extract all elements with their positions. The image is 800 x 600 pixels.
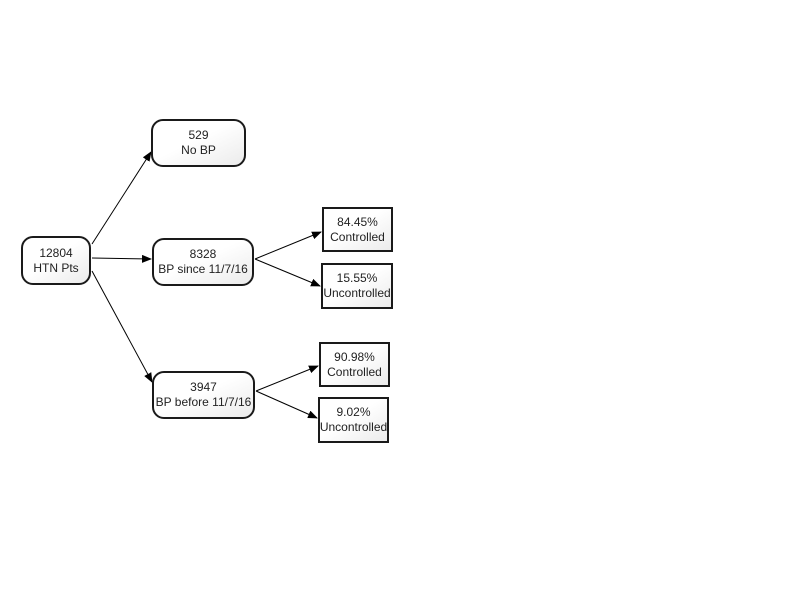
node-bp-before-uncontrolled: 9.02% Uncontrolled	[318, 397, 389, 443]
node-value: 90.98%	[334, 349, 375, 364]
node-value: 15.55%	[336, 271, 378, 285]
arrow-root-to-bp-before	[91, 270, 153, 383]
arrow-root-to-no-bp	[91, 151, 152, 245]
node-bp-since-controlled: 84.45% Controlled	[322, 207, 393, 252]
node-bp-before: 3947 BP before 11/7/16	[152, 371, 255, 419]
node-value: 12804	[39, 245, 73, 260]
arrow-bp-since-to-uncontrolled	[254, 258, 321, 287]
node-label: Controlled	[327, 364, 382, 379]
node-value: 8328	[189, 247, 217, 261]
node-label: BP since 11/7/16	[158, 262, 248, 276]
node-label: Uncontrolled	[319, 420, 388, 434]
node-htn-patients: 12804 HTN Pts	[21, 236, 91, 285]
arrow-bp-before-to-controlled	[255, 365, 319, 392]
node-value: 84.45%	[337, 214, 378, 229]
arrow-bp-before-to-uncontrolled	[255, 390, 318, 419]
node-label: Controlled	[330, 229, 385, 244]
node-no-bp: 529 No BP	[151, 119, 246, 167]
node-value: 9.02%	[336, 405, 371, 419]
node-value: 3947	[190, 380, 217, 394]
arrow-root-to-bp-since	[91, 254, 152, 263]
node-label: HTN Pts	[33, 260, 79, 275]
node-bp-since-uncontrolled: 15.55% Uncontrolled	[321, 263, 393, 309]
node-label: BP before 11/7/16	[155, 395, 252, 409]
node-bp-since: 8328 BP since 11/7/16	[152, 238, 254, 286]
node-label: Uncontrolled	[323, 286, 391, 300]
node-value: 529	[188, 128, 209, 142]
node-bp-before-controlled: 90.98% Controlled	[319, 342, 390, 387]
node-label: No BP	[181, 143, 216, 157]
arrow-bp-since-to-controlled	[254, 231, 322, 260]
